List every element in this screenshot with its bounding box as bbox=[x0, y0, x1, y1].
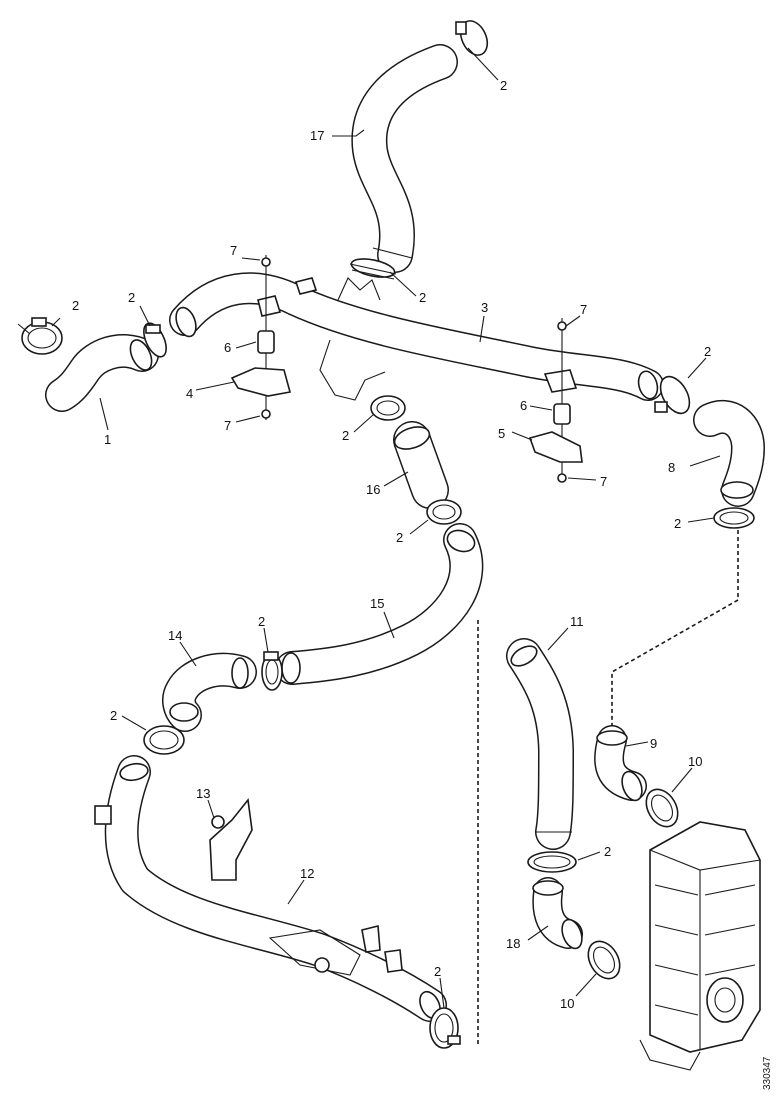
hose-11 bbox=[506, 638, 574, 850]
clamp-hose-8-bottom bbox=[713, 507, 755, 529]
callout-17: 17 bbox=[310, 128, 324, 143]
callout-2-top: 2 bbox=[500, 78, 507, 93]
bracket-12-13 bbox=[209, 798, 253, 881]
bracket-5-assembly bbox=[528, 318, 583, 483]
callout-2-hose-11: 2 bbox=[604, 844, 611, 859]
callout-1: 1 bbox=[104, 432, 111, 447]
callout-2-hose-15: 2 bbox=[258, 614, 265, 629]
cooler-unit bbox=[639, 821, 761, 1071]
clamp-hose-14 bbox=[143, 725, 185, 755]
callout-11: 11 bbox=[570, 614, 584, 629]
callout-2-bottom: 2 bbox=[434, 964, 441, 979]
callout-7-upper-left: 7 bbox=[230, 243, 237, 258]
elbow-9 bbox=[594, 725, 647, 802]
leader-lines bbox=[17, 47, 721, 1009]
callout-8: 8 bbox=[668, 460, 675, 475]
callout-2-hose-8-bottom: 2 bbox=[674, 516, 681, 531]
callout-6-left: 6 bbox=[224, 340, 231, 355]
hose-14 bbox=[162, 652, 257, 732]
callout-2-far-left: 2 bbox=[72, 298, 79, 313]
callout-labels: 2 17 2 2 2 7 3 7 6 2 4 6 2 7 1 5 8 7 16 … bbox=[72, 78, 711, 1011]
clamp-hose-15 bbox=[261, 651, 283, 691]
callout-6-right: 6 bbox=[520, 398, 527, 413]
callout-18: 18 bbox=[506, 936, 520, 951]
clamp-below-hose-17 bbox=[349, 258, 397, 280]
pipe-3 bbox=[169, 272, 664, 401]
callout-13: 13 bbox=[196, 786, 210, 801]
clamp-mid-lower bbox=[426, 499, 462, 525]
routing-line-right bbox=[611, 530, 739, 735]
callout-7-upper-right: 7 bbox=[580, 302, 587, 317]
callout-5: 5 bbox=[498, 426, 505, 441]
hose-15 bbox=[275, 523, 484, 685]
callout-2-hose-17-bottom: 2 bbox=[419, 290, 426, 305]
callout-2-right-top: 2 bbox=[704, 344, 711, 359]
clamp-left-2 bbox=[143, 322, 167, 358]
bracket-4-assembly bbox=[230, 255, 292, 420]
pipe-12 bbox=[94, 755, 447, 1022]
clamp-mid-upper bbox=[370, 395, 406, 421]
clamp-left-1 bbox=[21, 317, 63, 355]
callout-16: 16 bbox=[366, 482, 380, 497]
clamp-hose-11 bbox=[527, 851, 577, 873]
callout-14: 14 bbox=[168, 628, 182, 643]
clamp-pipe-12-end bbox=[429, 1007, 461, 1049]
clamp-10-lower bbox=[587, 940, 621, 980]
clamp-hose-8-top bbox=[654, 375, 691, 415]
callout-12: 12 bbox=[300, 866, 314, 881]
callout-3: 3 bbox=[481, 300, 488, 315]
callout-7-lower-left: 7 bbox=[224, 418, 231, 433]
callout-7-lower-right: 7 bbox=[600, 474, 607, 489]
hose-16 bbox=[393, 421, 449, 509]
elbow-18 bbox=[532, 877, 583, 950]
clamp-10-upper bbox=[645, 788, 679, 828]
callout-2-left: 2 bbox=[128, 290, 135, 305]
hose-17 bbox=[351, 44, 458, 273]
callout-10-upper: 10 bbox=[688, 754, 702, 769]
callout-9: 9 bbox=[650, 736, 657, 751]
clamp-top bbox=[455, 20, 489, 56]
callout-2-hose-14: 2 bbox=[110, 708, 117, 723]
callout-2-mid-lower: 2 bbox=[396, 530, 403, 545]
callout-15: 15 bbox=[370, 596, 384, 611]
callout-2-mid-upper: 2 bbox=[342, 428, 349, 443]
hose-1 bbox=[45, 334, 159, 412]
hose-8 bbox=[693, 399, 765, 507]
drawing-number: 330347 bbox=[762, 1056, 773, 1090]
callout-4: 4 bbox=[186, 386, 193, 401]
callout-10-lower: 10 bbox=[560, 996, 574, 1011]
